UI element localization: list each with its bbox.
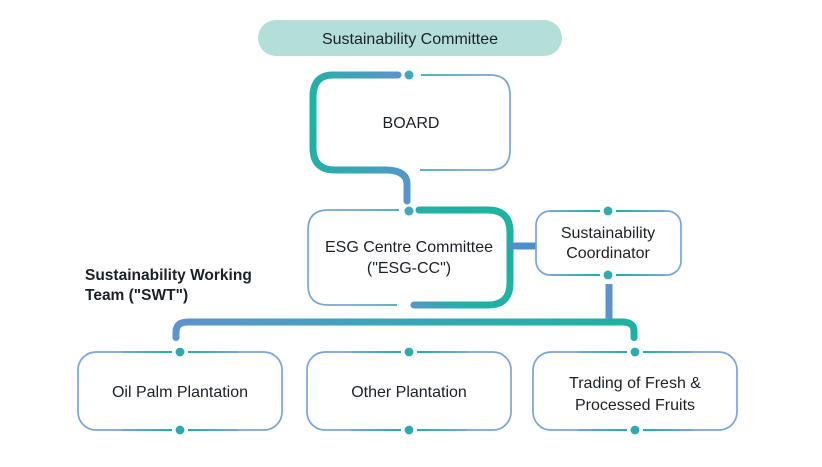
- trading-label-line2: Processed Fruits: [575, 397, 695, 414]
- board-thick-border-and-connector-to-esg: [309, 89, 411, 205]
- board-thick-border-top: [309, 71, 402, 101]
- esg-thin-border: [307, 209, 399, 306]
- coordinator-label-line1: Sustainability: [561, 225, 655, 242]
- swt-label-line2: Team ("SWT"): [85, 287, 188, 304]
- node-other-plantation: Other Plantation: [306, 346, 512, 436]
- connector-dot: [404, 70, 414, 80]
- coordinator-label-line2: Coordinator: [566, 245, 650, 262]
- board-thin-border: [420, 74, 511, 171]
- oil-palm-label: Oil Palm Plantation: [112, 384, 248, 401]
- swt-label: Sustainability Working Team ("SWT"): [85, 267, 252, 304]
- node-trading-fresh-processed-fruits: Trading of Fresh & Processed Fruits: [532, 346, 738, 436]
- node-board: BOARD: [309, 70, 511, 205]
- node-esg-cc: ESG Centre Committee ("ESG-CC"): [307, 206, 514, 309]
- node-oil-palm-plantation: Oil Palm Plantation: [77, 346, 283, 436]
- pill-title: Sustainability Committee: [322, 31, 498, 48]
- swt-label-line1: Sustainability Working: [85, 267, 252, 284]
- other-plantation-label: Other Plantation: [351, 384, 467, 401]
- trading-label-line1: Trading of Fresh &: [569, 375, 701, 392]
- esg-thick-border: [410, 206, 514, 309]
- pill-background: [258, 20, 562, 56]
- connector-dot: [404, 206, 414, 216]
- sustainability-committee-pill: Sustainability Committee: [258, 20, 562, 56]
- board-label: BOARD: [383, 115, 440, 132]
- swt-bar: [172, 318, 638, 341]
- node-sustainability-coordinator: Sustainability Coordinator: [535, 205, 682, 281]
- coordinator-border: [535, 210, 682, 276]
- esg-label-line2: ("ESG-CC"): [367, 260, 451, 277]
- esg-label-line1: ESG Centre Committee: [325, 239, 493, 256]
